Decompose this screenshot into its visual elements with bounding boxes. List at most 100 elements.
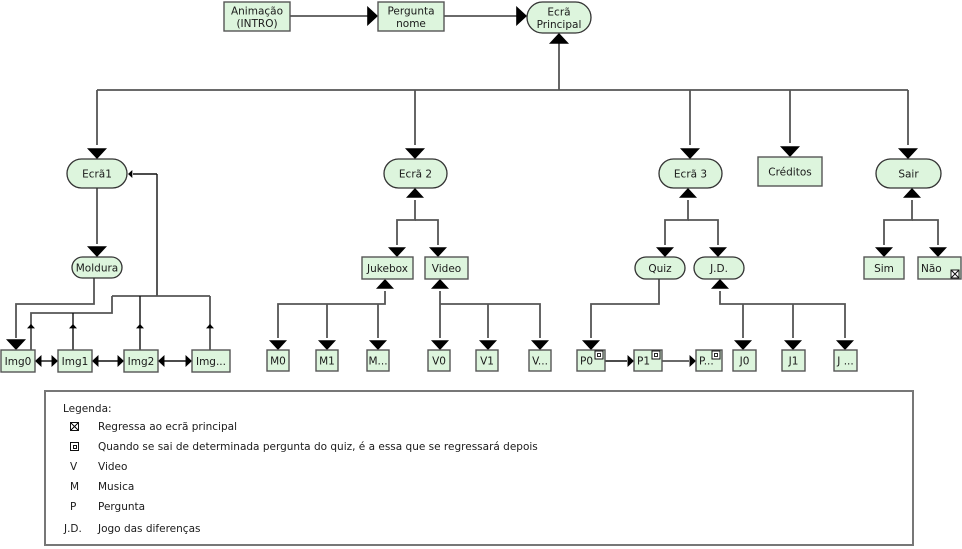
x-box-cross: [950, 269, 960, 279]
node-shape: [427, 349, 451, 372]
legend-text: Pergunta: [98, 501, 146, 513]
arrow-right-icon: [51, 355, 58, 367]
arrow-down-icon: [898, 148, 918, 159]
arrow-left-icon: [158, 355, 165, 367]
arrow-down-icon: [269, 340, 287, 350]
arrow-right-icon: [689, 355, 696, 367]
arrow-up-icon: [549, 33, 569, 44]
node-label: Moldura: [76, 263, 118, 275]
nodes-layer: Animação(INTRO)PerguntanomeEcrãPrincipal…: [0, 1, 962, 373]
node-label: Img2: [128, 356, 155, 368]
node-shape: [634, 256, 686, 280]
node-label: V1: [480, 356, 494, 368]
node-shape: [266, 349, 290, 372]
arrow-down-icon: [431, 340, 449, 350]
node-sair: Sair: [875, 158, 942, 189]
arrow-right-icon: [367, 6, 378, 26]
arrow-right-icon: [185, 355, 192, 367]
node-jd: J.D.: [693, 256, 745, 280]
node-m-more: M...: [366, 349, 390, 372]
connector-line: [440, 303, 541, 338]
arrow-down-icon: [6, 339, 26, 350]
node-label: Ecrã 3: [674, 169, 707, 181]
node-label: Ecrã 2: [399, 169, 432, 181]
node-label: Ecrã: [547, 6, 570, 18]
node-shape: [71, 256, 123, 279]
dot-box-inner: [597, 353, 601, 357]
legend: Legenda: Regressa ao ecrã principal Quan…: [44, 390, 914, 546]
node-m1: M1: [315, 349, 339, 372]
legend-text: Video: [98, 461, 128, 473]
node-img-more: Img...: [191, 349, 231, 373]
legend-text: Regressa ao ecrã principal: [98, 421, 237, 433]
node-shape: [526, 1, 592, 34]
dot-box-inner: [714, 353, 718, 357]
node-creditos: Créditos: [757, 156, 823, 187]
node-label: M...: [368, 356, 387, 368]
arrow-up-icon: [376, 279, 394, 289]
connector-line: [912, 219, 939, 245]
dot-box-icon: [594, 350, 604, 360]
connector-line: [590, 279, 660, 338]
arrow-up-icon: [406, 188, 424, 198]
node-quiz: Quiz: [634, 256, 686, 280]
node-label: V...: [532, 356, 548, 368]
node-label: Ecrã1: [82, 169, 112, 181]
arrow-down-icon: [87, 246, 107, 257]
node-ecra1: Ecrã1: [66, 158, 128, 189]
node-label: Pergunta: [387, 5, 434, 17]
arrow-up-icon: [69, 324, 77, 329]
arrow-down-icon: [429, 247, 447, 257]
node-shape: [383, 158, 448, 189]
node-v-more: V...: [528, 349, 552, 372]
node-shape: [833, 349, 858, 372]
dot-box-icon: [711, 350, 721, 360]
node-shape: [377, 1, 445, 32]
node-label: J1: [788, 356, 799, 368]
node-label: (INTRO): [236, 18, 277, 30]
node-label: Img0: [5, 356, 32, 368]
arrow-down-icon: [582, 340, 600, 350]
legend-symbol: J.D.: [64, 523, 82, 535]
node-shape: [424, 256, 469, 280]
node-img0: Img0: [0, 349, 36, 373]
node-j-more: J ...: [833, 349, 858, 372]
node-shape: [875, 158, 942, 189]
arrow-down-icon: [836, 340, 854, 350]
arrow-down-icon: [479, 340, 497, 350]
arrow-left-icon: [128, 170, 133, 178]
arrow-down-icon: [875, 247, 893, 257]
connector-line: [719, 291, 846, 338]
arrow-down-icon: [405, 148, 425, 159]
node-j1: J1: [781, 349, 806, 372]
arrow-down-icon: [318, 340, 336, 350]
arrow-down-icon: [656, 247, 674, 257]
arrow-down-icon: [784, 340, 802, 350]
node-j0: J0: [732, 349, 757, 372]
arrow-left-icon: [92, 355, 99, 367]
node-shape: [658, 158, 723, 189]
node-label: P0: [580, 356, 593, 368]
legend-symbol: P: [70, 501, 77, 513]
connector-line: [688, 219, 719, 245]
node-shape: [315, 349, 339, 372]
node-shape: [732, 349, 757, 372]
node-intro: Animação(INTRO): [223, 1, 291, 32]
connector-line: [415, 219, 439, 245]
node-ecra2: Ecrã 2: [383, 158, 448, 189]
node-label: nome: [396, 18, 426, 30]
node-label: Quiz: [648, 263, 672, 275]
edges-layer: [6, 6, 947, 367]
legend-text: Jogo das diferenças: [98, 523, 201, 535]
arrow-down-icon: [709, 247, 727, 257]
node-label: M0: [270, 356, 286, 368]
arrow-up-icon: [206, 324, 214, 329]
node-moldura: Moldura: [71, 256, 123, 279]
node-label: Sair: [898, 169, 919, 181]
node-label: P...: [699, 356, 714, 368]
node-m0: M0: [266, 349, 290, 372]
arrow-down-icon: [780, 146, 800, 157]
node-shape: [223, 1, 291, 32]
node-label: Animação: [231, 5, 283, 17]
